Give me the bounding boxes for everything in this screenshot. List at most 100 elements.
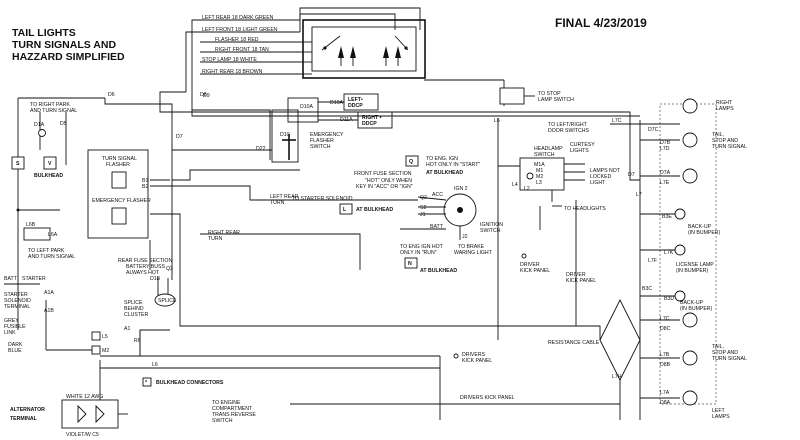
code-b3c: B3C <box>642 286 652 292</box>
to-left-right-label: TO LEFT/RIGHT <box>548 122 588 128</box>
right-rear-label: RIGHT REAR <box>208 230 240 236</box>
batt-label: BATT <box>4 276 18 282</box>
light-label: LIGHT <box>590 180 606 186</box>
drivers-label: DRIVERS <box>462 352 486 358</box>
code-d7c: D7C <box>648 127 659 133</box>
code-l2: L2 <box>524 186 530 192</box>
code-l7c: L7C <box>612 118 622 124</box>
in-bumper-2-label: (IN BUMPER) <box>676 268 709 274</box>
code-a1: A1 <box>124 326 130 332</box>
code-d22: D22 <box>256 146 266 152</box>
wire-label-left-rear: LEFT REAR 18 DARK GREEN <box>202 15 274 21</box>
code-m1a: M1A <box>534 162 545 168</box>
wire-label-left-front: LEFT FRONT 18 LIGHT GREEN <box>202 27 278 33</box>
white-12-awg-label: WHITE 12 AWG <box>66 394 103 400</box>
ign-batt-label: BATT <box>430 224 444 230</box>
left-lamps-label: LAMPS <box>712 414 730 420</box>
right-ddcp-label: RIGHT • <box>362 115 382 121</box>
code-l7b: L7B <box>660 352 670 358</box>
hot-only-label: "HOT" ONLY WHEN <box>365 178 412 184</box>
always-hot-label: ALWAYS HOT <box>126 270 160 276</box>
battery-bus-label: BATTERY BUSS <box>126 264 165 270</box>
code-d8c: D8C <box>660 326 671 332</box>
to-stop-label: TO STOP <box>538 91 561 97</box>
terminal-label: TERMINAL <box>4 304 30 310</box>
headlamp-label: HEADLAMP <box>534 146 563 152</box>
code-b3e: B3E <box>662 214 672 220</box>
at-bulkhead-label: AT BULKHEAD <box>356 207 393 213</box>
compartment-label: COMPARTMENT <box>212 406 253 412</box>
wire-label-flasher: FLASHER 18 RED <box>215 37 259 43</box>
turn-signal-label: TURN SIGNAL <box>712 144 747 150</box>
behind-label: BEHIND <box>124 306 144 312</box>
code-d8a: D8A <box>660 400 671 406</box>
wire-label-stop-lamp: STOP LAMP 18 WHITE <box>202 57 257 63</box>
splice-label: SPLICE <box>124 300 143 306</box>
bulkhead-label: BULKHEAD <box>34 173 63 179</box>
ign-at-bulkhead-label: AT BULKHEAD <box>426 170 463 176</box>
code-splice-box: SPLICE <box>158 298 177 304</box>
code-l7d: L7D <box>660 146 670 152</box>
code-r6: R6 <box>134 338 141 344</box>
lights-label: LIGHTS <box>570 148 589 154</box>
bulkhead-s-box <box>11 156 25 170</box>
code-m2: M2 <box>102 348 109 354</box>
kick-panel-2-label: KICK PANEL <box>566 278 596 284</box>
code-d10: D10 <box>280 132 290 138</box>
code-n: N <box>408 261 412 267</box>
code-m2-right: M2 <box>536 174 543 180</box>
kick-panels: DRIVER KICK PANEL DRIVER KICK PANEL DRIV… <box>453 253 641 382</box>
left-front-section: TO RIGHT PARK AND TURN SIGNAL D1A D5 S V… <box>11 97 105 330</box>
code-m1: M1 <box>536 168 543 174</box>
acc-label: ACC <box>432 192 443 198</box>
alternator-section: ALTERNATOR TERMINAL WHITE 12 AWG VIOLET/… <box>10 360 128 438</box>
link-label: LINK <box>4 330 16 336</box>
fusible-label: FUSIBLE <box>4 324 26 330</box>
ign-at-bulkhead-2-label: AT BULKHEAD <box>420 268 457 274</box>
flasher-switch-label: FLASHER <box>310 138 334 144</box>
code-d8b: D8B <box>660 362 671 368</box>
turn-signal-switch <box>302 19 426 79</box>
drivers-kick-panel-label: DRIVERS KICK PANEL <box>460 395 515 401</box>
ignition-switch-label: SWITCH <box>480 228 501 234</box>
starter-solenoid-label: STARTER <box>4 292 28 298</box>
code-d7b: D7B <box>660 140 671 146</box>
bulkhead-v-box <box>43 156 57 170</box>
to-engine-label: TO ENGINE <box>212 400 241 406</box>
headlamp-switch-label: SWITCH <box>534 152 555 158</box>
back-up-2-label: BACK-UP <box>680 300 704 306</box>
top-wire-bus: LEFT REAR 18 DARK GREEN LEFT FRONT 18 LI… <box>185 7 421 98</box>
and-turn-signal-left-label: AND TURN SIGNAL <box>28 254 75 260</box>
headlamp-switch: TO LEFT/RIGHT DOOR SWITCHS CURTESY LIGHT… <box>494 118 621 340</box>
turn-signal-2-label: TURN SIGNAL <box>712 356 747 362</box>
resistance-cable-label: RESISTANCE CABLE <box>548 340 600 346</box>
stop-lamp-switch: TO STOP LAMP SWITCH <box>424 79 574 106</box>
locked-label: LOCKED <box>590 174 612 180</box>
tail-label: TAIL, <box>712 132 724 138</box>
to-brake-label: TO BRAKE <box>458 244 485 250</box>
grey-label: GREY <box>4 318 19 324</box>
to-starter-solenoid-label: TO STARTER SOLENOID <box>292 196 353 202</box>
ign2-label: IGN 2 <box>454 186 468 192</box>
code-d5: D5 <box>60 121 67 127</box>
code-l4: L4 <box>512 182 518 188</box>
code-d7: D7 <box>176 134 183 140</box>
wire-label-right-front: RIGHT FRONT 18 TAN <box>215 47 269 53</box>
door-switchs-label: DOOR SWITCHS <box>548 128 589 134</box>
lamp-switch-label: LAMP SWITCH <box>538 97 574 103</box>
dark-label: DARK <box>8 342 23 348</box>
emergency-flasher-switch: D10A D10 EMERGENCY FLASHER SWITCH D22 LE… <box>256 93 393 163</box>
switch-label-2: SWITCH <box>212 418 233 424</box>
and-turn-signal-label: AND TURN SIGNAL <box>30 108 77 114</box>
code-d1a: D1A <box>34 122 45 128</box>
title-line-2: TURN SIGNALS AND <box>12 39 116 51</box>
stop-and-label: STOP AND <box>712 138 738 144</box>
code-a1b: A1B <box>44 308 54 314</box>
violet-label: VIOLET/W C5 <box>66 432 99 438</box>
code-d8: D8 <box>200 92 207 98</box>
starter-label: STARTER <box>22 276 46 282</box>
code-d7-right: D7 <box>628 172 635 178</box>
code-s: S <box>16 161 20 167</box>
code-l7c-2: L7C <box>660 316 670 322</box>
